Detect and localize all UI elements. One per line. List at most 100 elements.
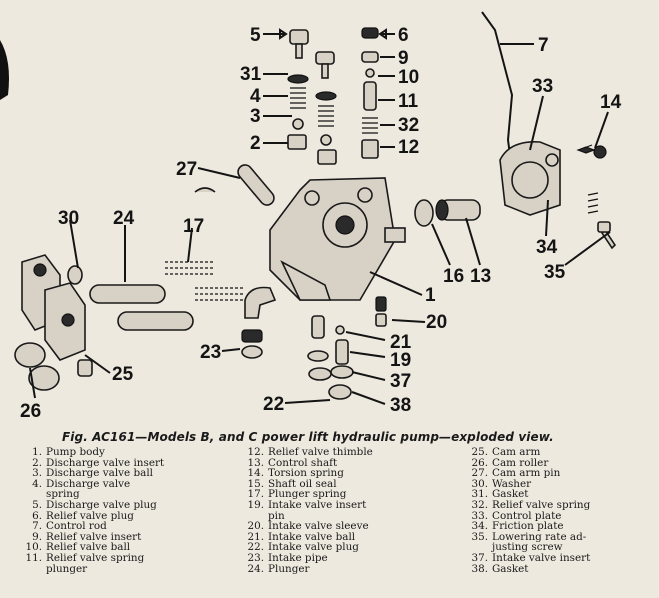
legend-item-number: 33. (471, 509, 488, 522)
legend-item-label: Discharge valve plug (46, 498, 157, 511)
intake-valve-drawing (241, 286, 387, 400)
callout-2: 2 (250, 133, 261, 154)
callout-21: 21 (390, 332, 412, 353)
legend-item-label: Control rod (46, 520, 107, 533)
legend-item: 6. Relief valve plug (20, 509, 220, 522)
legend-item-number: 13. (247, 456, 264, 469)
legend-item-number: 5. (32, 498, 42, 511)
legend-item-label: Relief valve spring plunger (46, 551, 145, 575)
cam-roller-drawing (14, 342, 60, 391)
legend-item: 19. Intake valve insert pin (242, 500, 462, 521)
legend-item-number: 14. (247, 467, 264, 480)
legend-item-number: 19. (247, 498, 264, 511)
callout-4: 4 (250, 86, 261, 107)
legend-item-label: Intake valve insert pin (268, 498, 367, 522)
callout-leaders (29, 28, 611, 405)
legend-item-label: Discharge valve insert (46, 456, 165, 469)
legend-item-label: Control plate (492, 509, 562, 522)
legend-item-label: Discharge valve ball (46, 467, 153, 480)
legend-item: 34. Friction plate (466, 521, 656, 532)
legend-item-label: Friction plate (492, 520, 564, 533)
callout-9: 9 (398, 48, 409, 69)
callout-38: 38 (390, 395, 411, 416)
legend-item: 22.Intake valve plug (242, 542, 462, 553)
legend-item-label: Control shaft (268, 456, 338, 469)
legend-item-label: Gasket (492, 562, 529, 575)
callout-11: 11 (398, 91, 419, 112)
relief-valve-stack (361, 27, 379, 159)
legend-item-label: Intake valve ball (268, 530, 356, 543)
legend-item-number: 27. (471, 467, 488, 480)
control-rod-drawing (481, 11, 514, 156)
legend-item: 26. Cam roller (466, 456, 656, 469)
callout-10: 10 (398, 67, 419, 88)
scan-edge-mark (0, 40, 9, 100)
legend-item: 17.Plunger spring (242, 489, 462, 500)
legend-item-number: 38. (471, 562, 488, 575)
legend-item-number: 9. (32, 530, 42, 543)
callout-27: 27 (176, 159, 197, 180)
callout-35: 35 (544, 262, 566, 283)
legend-item: 13. Control shaft (242, 456, 462, 469)
legend-item-label: Intake valve sleeve (268, 520, 369, 533)
callout-16: 16 (443, 266, 464, 287)
legend-item: 38. Gasket (466, 562, 656, 575)
plunger-drawing (89, 261, 245, 331)
callout-23: 23 (200, 342, 221, 363)
callout-32: 32 (398, 115, 419, 136)
legend-item-number: 11. (25, 551, 42, 564)
callout-25: 25 (112, 364, 134, 385)
legend-item-label: Intake valve insert (492, 551, 591, 564)
legend-item-label: Washer (492, 477, 532, 490)
legend-item: 23.Intake pipe (242, 553, 462, 564)
legend-item-number: 12. (247, 446, 264, 458)
legend-item-label: Relief valve insert (46, 530, 142, 543)
legend-item: 37.Intake valve insert (466, 553, 656, 564)
legend-item-number: 24. (247, 562, 264, 575)
legend-item: 9. Relief valve insert (20, 532, 220, 543)
legend-item-number: 3. (32, 467, 42, 480)
legend-item: 14.Torsion spring (242, 468, 462, 479)
legend-item-number: 32. (471, 498, 488, 511)
legend-item-number: 1. (32, 446, 42, 458)
callout-33: 33 (532, 76, 553, 97)
legend-item: 35.Lowering rate ad- justing screw (466, 531, 656, 553)
legend-item-number: 30. (471, 477, 488, 490)
legend-item-number: 15. (247, 477, 264, 490)
legend-item-number: 2. (32, 456, 42, 469)
legend-item: 32.Relief valve spring (466, 500, 656, 511)
legend-item: 25.Cam arm (466, 447, 656, 458)
legend-item: 3. Discharge valve ball (20, 468, 220, 479)
legend-item-number: 31. (471, 488, 488, 501)
pump-body-drawing (269, 177, 406, 301)
discharge-valve-stack (287, 29, 337, 165)
legend-item: 31. Gasket (466, 489, 656, 500)
legend-item-label: Cam arm pin (492, 467, 561, 480)
legend-item-number: 34. (471, 520, 488, 533)
cam-arm-pin-drawing (194, 164, 275, 206)
callout-24: 24 (113, 208, 135, 229)
legend-item-number: 20. (247, 520, 264, 533)
legend-item-label: Relief valve thimble (268, 446, 373, 458)
legend-item: 1.Pump body (20, 447, 220, 458)
callout-34: 34 (536, 237, 558, 258)
legend-item: 4.Discharge valve spring (20, 478, 220, 500)
legend-item-label: Gasket (492, 488, 529, 501)
callout-13: 13 (470, 266, 491, 287)
legend-item: 15.Shaft oil seal (242, 479, 462, 490)
legend-item-label: Relief valve plug (46, 509, 134, 522)
legend-item-label: Cam roller (492, 456, 549, 469)
legend-item: 20. Intake valve sleeve (242, 521, 462, 532)
cam-arm-drawing (21, 254, 93, 377)
legend-item: 10.Relief valve ball (20, 542, 220, 553)
legend-item-number: 21. (247, 530, 264, 543)
legend-item: 11. Relief valve spring plunger (20, 553, 220, 574)
legend-item-number: 26. (471, 456, 488, 469)
callout-19: 19 (390, 350, 411, 371)
legend-item-number: 6. (32, 509, 42, 522)
legend-item: 21. Intake valve ball (242, 532, 462, 543)
callout-1: 1 (425, 285, 436, 306)
legend-item-label: Cam arm (492, 446, 541, 458)
